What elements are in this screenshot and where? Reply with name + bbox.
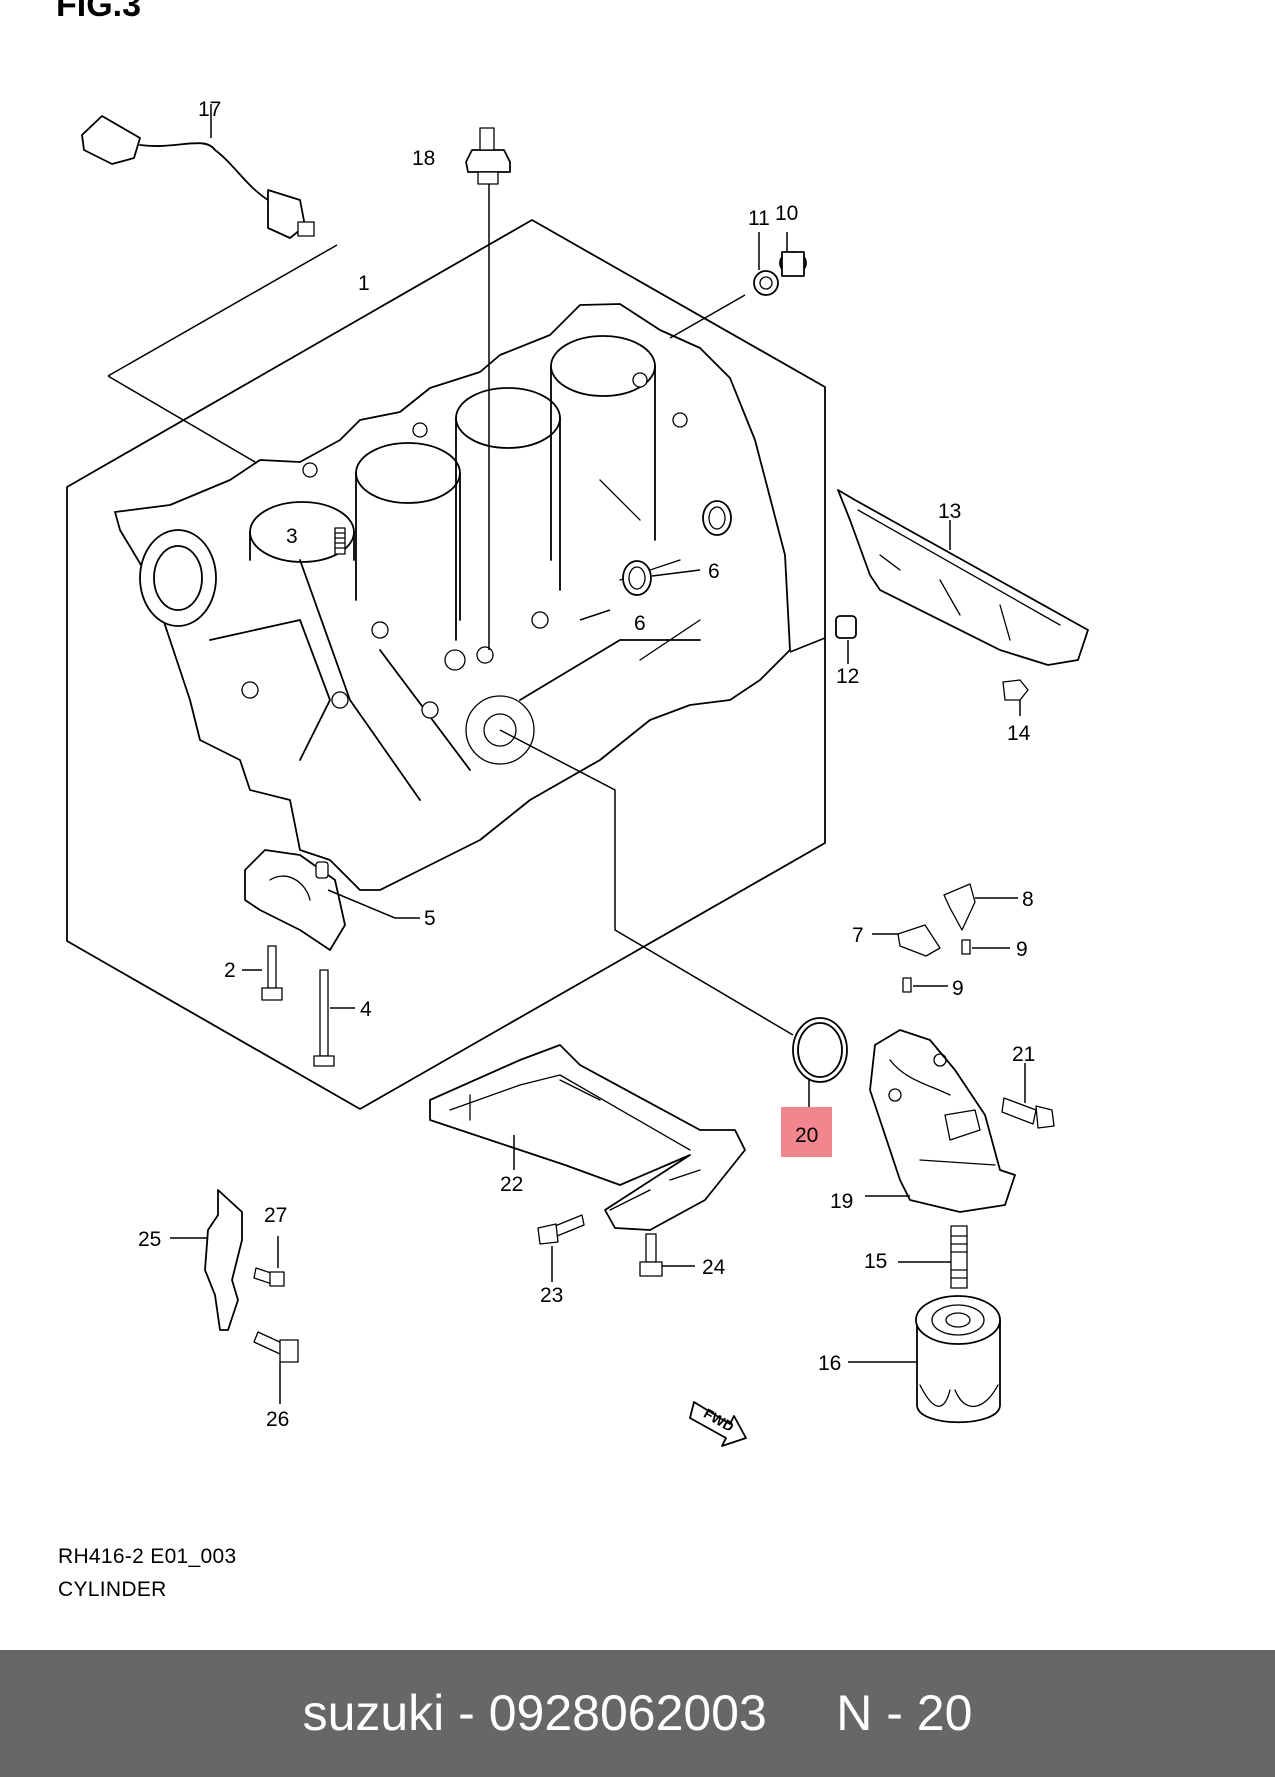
fwd-arrow-icon: FWD bbox=[689, 1401, 747, 1447]
diagram-title: CYLINDER bbox=[58, 1578, 167, 1601]
callout-13: 13 bbox=[938, 500, 961, 523]
bolt-21 bbox=[1001, 1063, 1055, 1129]
callout-25: 25 bbox=[138, 1228, 161, 1251]
callout-15: 15 bbox=[864, 1250, 887, 1273]
knock-sensor-17 bbox=[81, 104, 315, 239]
callout-12: 12 bbox=[836, 665, 859, 688]
callout-14: 14 bbox=[1007, 722, 1031, 745]
callout-8: 8 bbox=[1022, 888, 1034, 911]
oil-filter-16 bbox=[848, 1295, 1001, 1424]
callout-22: 22 bbox=[500, 1173, 523, 1196]
cylinder-block bbox=[114, 303, 791, 891]
bearing-cap-5 bbox=[244, 849, 420, 951]
callout-10: 10 bbox=[775, 202, 798, 225]
highlight-20-box bbox=[781, 1107, 832, 1157]
callout-6b: 6 bbox=[634, 612, 646, 635]
bolt-27 bbox=[253, 1236, 285, 1287]
callout-2: 2 bbox=[224, 959, 236, 982]
bolt-4 bbox=[313, 969, 355, 1067]
callout-9b: 9 bbox=[952, 977, 964, 1000]
footer-bar: suzuki - 0928062003 N - 20 bbox=[0, 1650, 1275, 1777]
callout-26: 26 bbox=[266, 1408, 289, 1431]
callout-23: 23 bbox=[540, 1284, 563, 1307]
callout-3: 3 bbox=[286, 525, 298, 548]
callout-21: 21 bbox=[1012, 1043, 1035, 1066]
callout-7: 7 bbox=[852, 924, 864, 947]
bracket-25 bbox=[170, 1189, 243, 1331]
callout-16: 16 bbox=[818, 1352, 841, 1375]
callout-17: 17 bbox=[198, 98, 221, 121]
oil-filter-housing-19 bbox=[865, 1029, 1016, 1213]
callout-27: 27 bbox=[264, 1204, 287, 1227]
diagram-code: RH416-2 E01_003 bbox=[58, 1545, 237, 1568]
bolt-14 bbox=[1002, 679, 1029, 716]
callout-5: 5 bbox=[424, 907, 436, 930]
callout-24: 24 bbox=[702, 1256, 726, 1279]
bracket-7-8-bolts-9 bbox=[872, 883, 1018, 993]
callout-1: 1 bbox=[358, 272, 370, 295]
footer-part-info: suzuki - 0928062003 N - 20 bbox=[302, 1685, 973, 1741]
stud-part-3 bbox=[334, 527, 346, 555]
callout-9a: 9 bbox=[1016, 938, 1028, 961]
cover-13 bbox=[837, 489, 1089, 666]
callout-18: 18 bbox=[412, 147, 435, 170]
rings-6 bbox=[579, 500, 732, 621]
leader-20 bbox=[499, 729, 794, 1036]
stud-15 bbox=[898, 1225, 968, 1289]
bolt-2 bbox=[242, 945, 283, 1001]
sleeve-12 bbox=[789, 615, 857, 664]
oil-pressure-switch-18 bbox=[465, 127, 511, 650]
figure-label: FIG.3 bbox=[56, 0, 142, 24]
bolt-26 bbox=[253, 1331, 299, 1404]
ladder-frame-22 bbox=[429, 1044, 746, 1231]
callout-6a: 6 bbox=[708, 560, 720, 583]
o-ring-20 bbox=[792, 1017, 848, 1107]
bolt-24 bbox=[639, 1233, 695, 1277]
callout-11: 11 bbox=[748, 207, 770, 230]
callout-4: 4 bbox=[360, 998, 372, 1021]
callout-labels: 17 18 11 10 1 13 3 6 6 12 14 5 8 7 9 9 2… bbox=[138, 98, 1035, 1431]
callout-19: 19 bbox=[830, 1190, 853, 1213]
plug-10-gasket-11 bbox=[669, 232, 807, 339]
bolt-23 bbox=[537, 1214, 585, 1282]
block-frame bbox=[66, 219, 826, 1110]
callout-20: 20 bbox=[795, 1124, 818, 1147]
